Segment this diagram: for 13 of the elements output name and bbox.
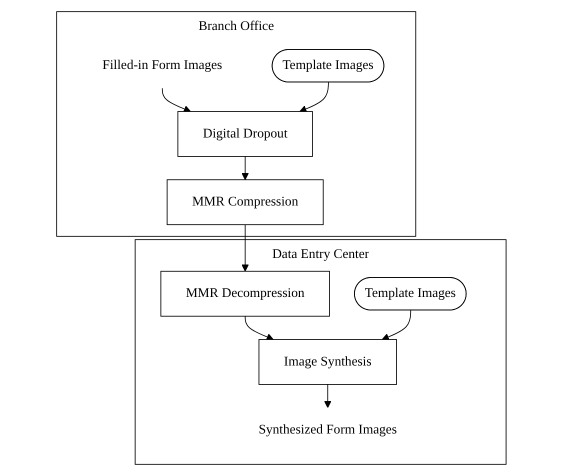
- node-box: Image Synthesis: [258, 339, 397, 385]
- arrow: [241, 156, 248, 180]
- arrow: [299, 82, 328, 112]
- arrow: [162, 88, 191, 112]
- node-box: Digital Dropout: [177, 111, 313, 157]
- node-text: Filled-in Form Images: [102, 58, 222, 72]
- arrow: [241, 224, 248, 272]
- node-box: MMR Decompression: [160, 270, 330, 317]
- arrow: [381, 310, 411, 340]
- node-box: MMR Compression: [166, 179, 324, 226]
- arrow: [324, 384, 332, 408]
- arrow: [244, 316, 274, 340]
- node-text: Synthesized Form Images: [258, 422, 397, 437]
